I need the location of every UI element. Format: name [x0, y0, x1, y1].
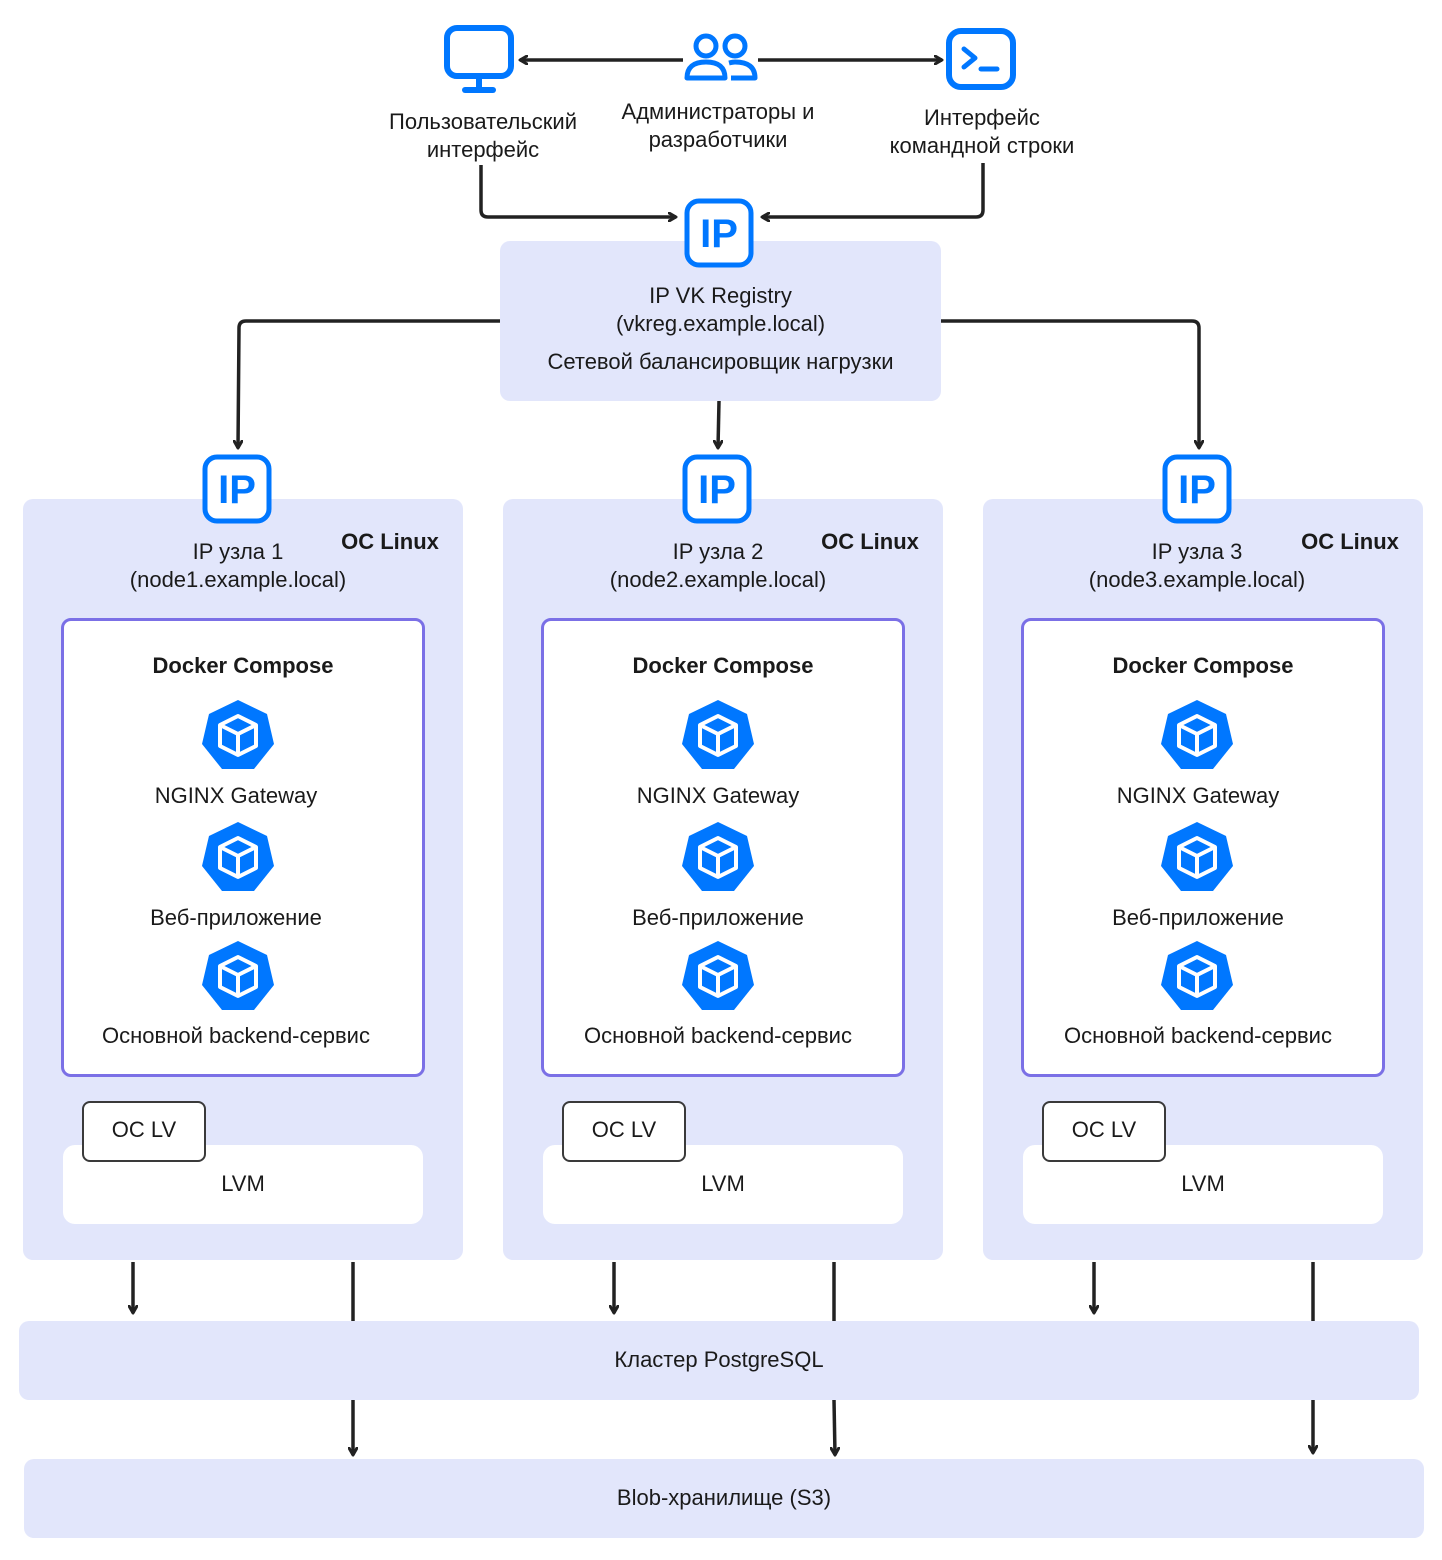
admins-label: Администраторы и разработчики [621, 99, 815, 152]
os-lv-box [82, 1101, 206, 1162]
cube-icon [1160, 698, 1234, 772]
cube-icon [201, 939, 275, 1013]
registry-balancer: Сетевой балансировщик нагрузки [547, 349, 894, 374]
cube-icon [201, 698, 275, 772]
arrow-cli-to-registry [762, 163, 985, 217]
docker-compose-title: Docker Compose [1112, 653, 1294, 678]
os-lv-label: ОС LV [591, 1117, 657, 1142]
ip-badge-icon: IP [1162, 454, 1232, 524]
registry-title: IP VK Registry [649, 283, 792, 308]
users-icon [683, 32, 759, 84]
arrow-registry-to-node1 [238, 319, 500, 448]
arrow-ui-to-registry [479, 165, 676, 217]
cube-icon [681, 820, 755, 894]
blob-storage-panel [24, 1459, 1424, 1538]
registry-panel [500, 241, 941, 401]
node-host: (node3.example.local) [1088, 567, 1306, 592]
node-os-label: ОС Linux [821, 529, 919, 554]
lvm-label: LVM [221, 1171, 265, 1196]
node-os-label: ОС Linux [1301, 529, 1399, 554]
cube-icon [681, 698, 755, 772]
service-label: NGINX Gateway [154, 783, 318, 808]
service-label: Веб-приложение [150, 905, 322, 930]
os-lv-label: ОС LV [1071, 1117, 1137, 1142]
node-title: IP узла 1 [192, 539, 284, 564]
svg-text:IP: IP [218, 468, 256, 512]
ip-badge-icon: IP [684, 198, 754, 268]
arrow-registry-to-node3 [941, 319, 1199, 448]
docker-compose-title: Docker Compose [152, 653, 334, 678]
node-title: IP узла 2 [672, 539, 764, 564]
cli-label: Интерфейс командной строки [889, 105, 1075, 158]
cube-icon [1160, 939, 1234, 1013]
blob-storage-label: Blob-хранилище (S3) [616, 1485, 832, 1510]
service-label: Основной backend-сервис [1064, 1023, 1332, 1048]
svg-text:IP: IP [1178, 468, 1216, 512]
docker-compose-title: Docker Compose [632, 653, 814, 678]
terminal-icon [945, 27, 1017, 91]
lvm-label: LVM [701, 1171, 745, 1196]
service-label: Основной backend-сервис [102, 1023, 370, 1048]
os-lv-box [562, 1101, 686, 1162]
cube-icon [201, 820, 275, 894]
postgres-cluster-label: Кластер PostgreSQL [614, 1347, 824, 1372]
cube-icon [1160, 820, 1234, 894]
service-label: NGINX Gateway [1116, 783, 1280, 808]
registry-host: (vkreg.example.local) [615, 311, 826, 336]
cube-icon [681, 939, 755, 1013]
os-lv-label: ОС LV [111, 1117, 177, 1142]
svg-text:IP: IP [698, 468, 736, 512]
service-label: Веб-приложение [1112, 905, 1284, 930]
ui-label: Пользовательский интерфейс [389, 109, 577, 162]
lvm-label: LVM [1181, 1171, 1225, 1196]
node-os-label: ОС Linux [341, 529, 439, 554]
service-label: NGINX Gateway [636, 783, 800, 808]
os-lv-box [1042, 1101, 1166, 1162]
node-host: (node2.example.local) [609, 567, 827, 592]
node-title: IP узла 3 [1151, 539, 1243, 564]
svg-text:IP: IP [700, 212, 738, 256]
ip-badge-icon: IP [202, 454, 272, 524]
service-label: Веб-приложение [632, 905, 804, 930]
monitor-icon [443, 24, 517, 96]
service-label: Основной backend-сервис [584, 1023, 852, 1048]
arrow-postgres-to-blob-2 [834, 1399, 835, 1455]
node-host: (node1.example.local) [129, 567, 347, 592]
arrow-registry-to-node2 [718, 400, 719, 448]
ip-badge-icon: IP [682, 454, 752, 524]
postgres-cluster-panel [19, 1321, 1419, 1400]
